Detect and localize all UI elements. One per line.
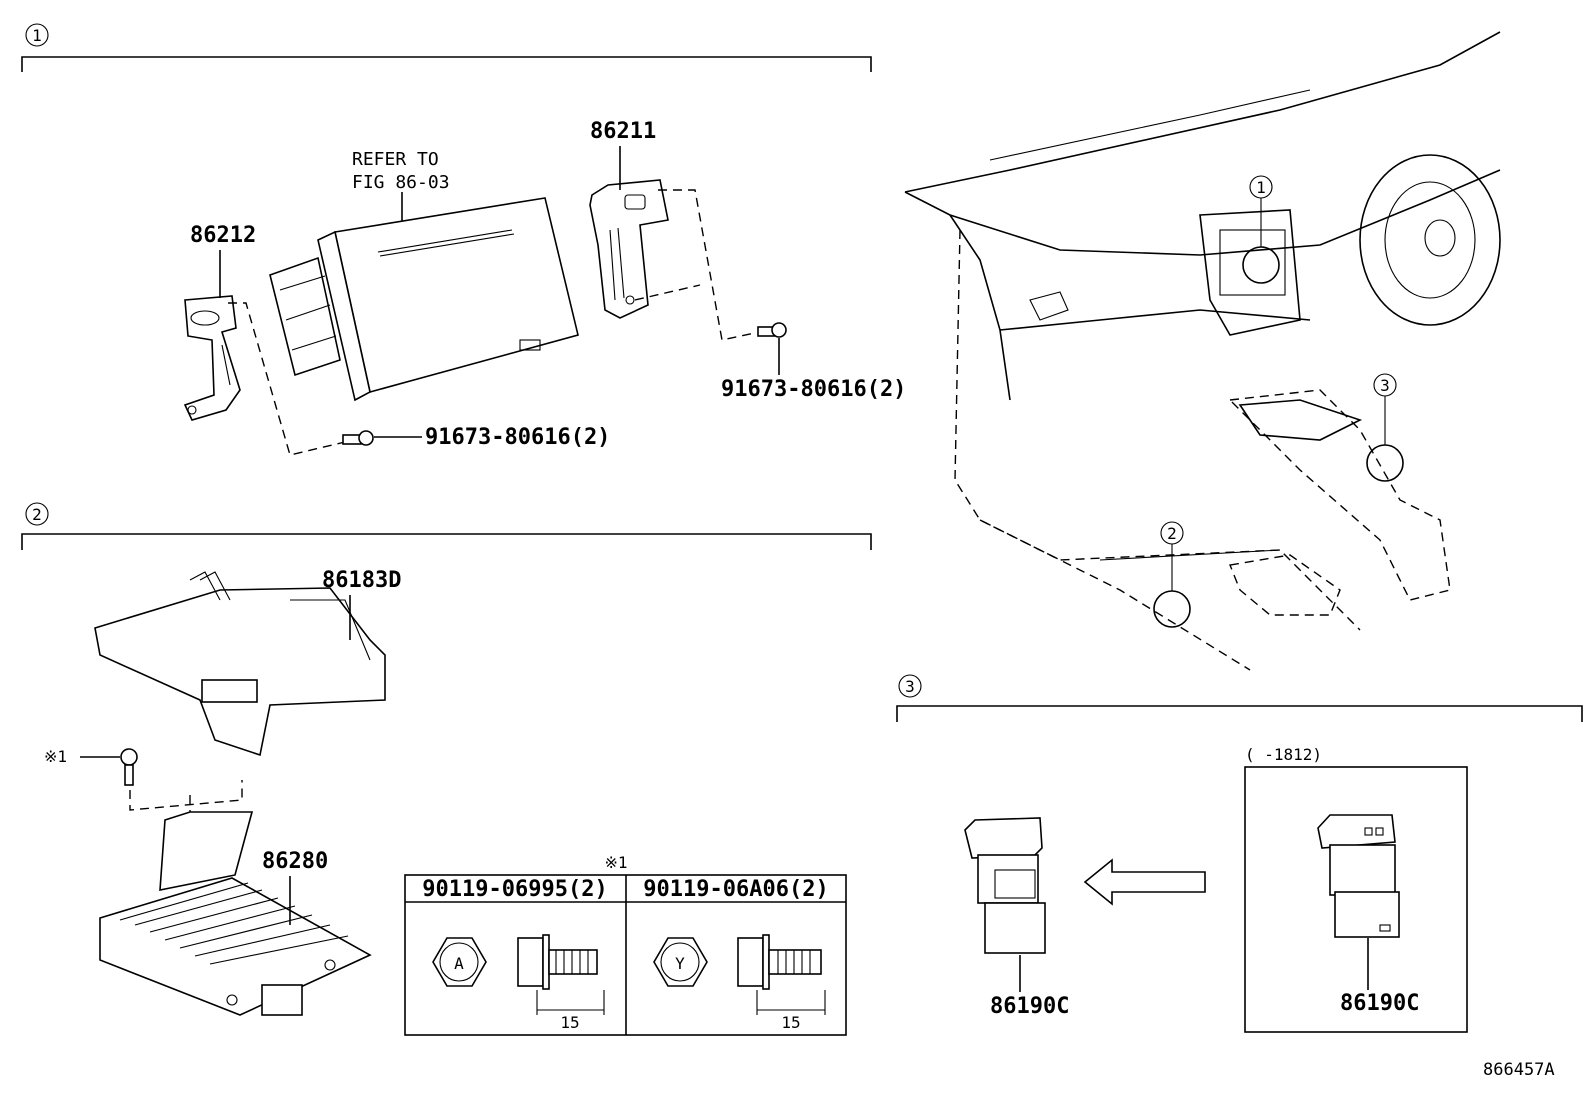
section-marker-2	[25, 502, 49, 526]
section-3: 3 86190C ( -1812) 86190C	[896, 674, 1583, 1033]
section-marker-3-label: 3	[905, 677, 915, 696]
section-1: 1 REFER TO FIG 86-03 86212	[21, 23, 906, 456]
label-screw-left: 91673-80616(2)	[425, 425, 610, 450]
section-marker-1-label: 1	[32, 26, 42, 45]
screw-drawing-right	[757, 322, 787, 338]
table-col2-mark: Y	[675, 954, 685, 973]
bracket-86212-drawing	[183, 295, 241, 421]
hex-head-y-icon	[653, 937, 708, 987]
label-86183D: 86183D	[322, 568, 401, 593]
callout-marker-1-label: 1	[1256, 178, 1266, 197]
assembly-line-right	[658, 189, 756, 341]
inset-box	[1244, 766, 1468, 1033]
assembly-line-left	[228, 302, 346, 456]
switch-86190C-old-drawing	[1317, 814, 1400, 938]
assembly-line-bolt	[129, 780, 243, 815]
refer-fig-text: FIG 86-03	[352, 172, 450, 193]
section-3-bracket	[896, 705, 1583, 722]
inset-range-label: ( -1812)	[1245, 745, 1322, 764]
section-marker-2-label: 2	[32, 505, 42, 524]
bolt-drawing	[120, 748, 138, 786]
label-86280: 86280	[262, 849, 328, 874]
callout-marker-3-label: 3	[1380, 376, 1390, 395]
cover-86183D-drawing	[94, 571, 386, 757]
hex-head-a-icon	[432, 937, 487, 987]
location-circle-3	[1366, 444, 1404, 482]
refer-to-text: REFER TO	[352, 149, 439, 170]
label-screw-right: 91673-80616(2)	[721, 377, 906, 402]
screw-drawing-left	[342, 430, 374, 446]
section-2-bracket	[21, 533, 872, 550]
table-col1-dim: 15	[560, 1013, 579, 1032]
table-note-ref: ※1	[604, 853, 627, 872]
section-1-bracket	[21, 56, 872, 72]
bolt-spec-table: ※1 90119-06995(2) 90119-06A06(2) A 15 Y	[404, 853, 847, 1036]
switch-86190C-drawing	[964, 817, 1046, 954]
replacement-arrow-icon	[1083, 858, 1206, 906]
label-86190C-left: 86190C	[990, 994, 1069, 1019]
head-unit-drawing	[269, 197, 579, 402]
table-col2-part: 90119-06A06(2)	[643, 877, 828, 902]
location-circle-1	[1242, 246, 1280, 284]
bracket-86211-drawing	[589, 179, 669, 319]
note-symbol-bolt: ※1	[44, 747, 67, 766]
callout-marker-2-label: 2	[1167, 524, 1177, 543]
section-2: 2 86183D ※1	[21, 502, 872, 1036]
table-col2-dim: 15	[781, 1013, 800, 1032]
table-col1-part: 90119-06995(2)	[422, 877, 607, 902]
label-86212: 86212	[190, 223, 256, 248]
dashboard-overview: 1 2 3	[904, 31, 1501, 671]
figure-id: 866457A	[1483, 1060, 1555, 1080]
label-86190C-right: 86190C	[1340, 991, 1419, 1016]
table-col1-mark: A	[454, 954, 464, 973]
section-marker-3	[898, 674, 922, 698]
amplifier-86280-drawing	[99, 811, 372, 1016]
section-marker-1	[25, 23, 49, 47]
label-86211: 86211	[590, 119, 656, 144]
